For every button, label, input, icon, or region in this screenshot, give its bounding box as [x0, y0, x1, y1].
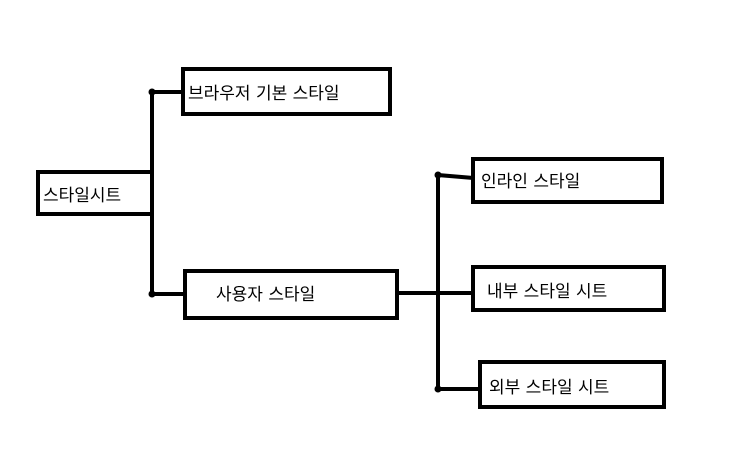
- node-box-external-stylesheet: [478, 360, 666, 409]
- junction-dots: [148, 88, 479, 393]
- node-label-internal-stylesheet: 내부 스타일 시트: [487, 282, 607, 302]
- node-box-browser-default: [181, 67, 392, 116]
- node-label-user-style: 사용자 스타일: [216, 285, 315, 305]
- connectors: [150, 90, 482, 391]
- labels: 스타일시트 브라우저 기본 스타일 사용자 스타일 인라인 스타일 내부 스타일…: [43, 84, 609, 398]
- node-box-inline-style: [471, 157, 664, 204]
- junction-dot: [148, 290, 156, 298]
- branch-inline-connector: [435, 172, 476, 181]
- node-label-external-stylesheet: 외부 스타일 시트: [489, 378, 609, 398]
- node-label-root: 스타일시트: [43, 186, 121, 206]
- node-label-browser-default: 브라우저 기본 스타일: [188, 84, 340, 104]
- junction-dot: [148, 88, 156, 96]
- node-label-inline-style: 인라인 스타일: [481, 172, 580, 192]
- nodes: [36, 67, 666, 409]
- node-box-root: [36, 170, 154, 216]
- node-box-internal-stylesheet: [471, 265, 666, 312]
- node-box-user-style: [183, 269, 399, 320]
- junction-dot: [434, 171, 442, 179]
- junction-dot: [434, 385, 442, 393]
